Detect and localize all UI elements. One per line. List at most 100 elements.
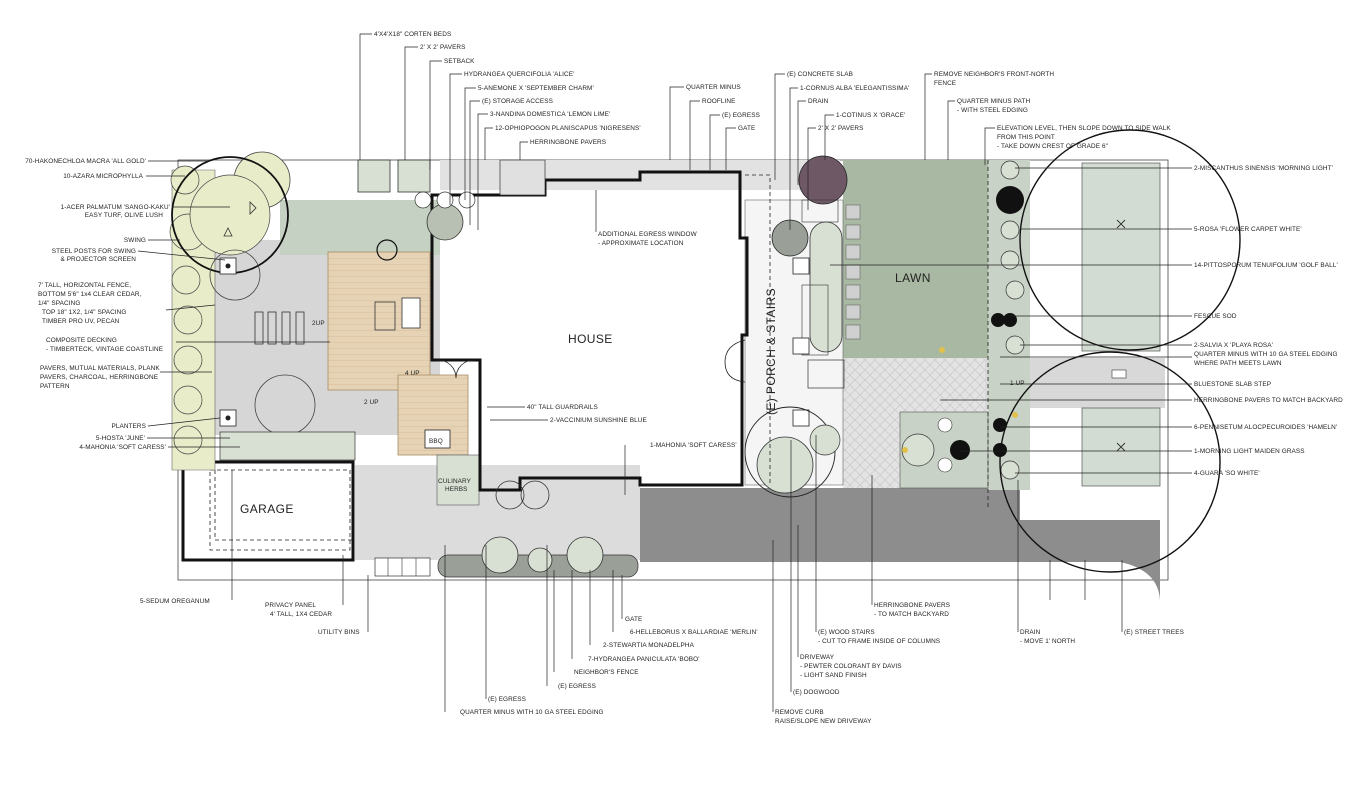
step-up-label: 1 UP bbox=[1010, 380, 1025, 387]
plan-label: - CUT TO FRAME INSIDE OF COLUMNS bbox=[818, 638, 940, 645]
middle-leaders bbox=[487, 190, 626, 495]
plan-label: (E) STORAGE ACCESS bbox=[482, 98, 553, 105]
fence-note: BOTTOM 5'6" 1x4 CLEAR CEDAR, bbox=[38, 291, 142, 298]
hakonechloa-clump bbox=[170, 165, 200, 195]
plant-label: & PROJECTOR SCREEN bbox=[60, 256, 136, 263]
plant-label: 14-PITTOSPORUM TENUIFOLIUM 'GOLF BALL' bbox=[1194, 262, 1338, 269]
plan-label: - MOVE 1' NORTH bbox=[1020, 638, 1075, 645]
plan-label: 5-ANEMONE X 'SEPTEMBER CHARM' bbox=[478, 85, 594, 92]
plan-label: FROM THIS POINT bbox=[997, 134, 1055, 141]
plant-label: 10-AZARA MICROPHYLLA bbox=[63, 173, 143, 180]
step-up-label: 2 UP bbox=[364, 399, 379, 406]
plan-label: SETBACK bbox=[444, 58, 475, 65]
plan-label: 6-HELLEBORUS X BALLARDIAE 'MERLIN' bbox=[630, 629, 758, 636]
plan-label: 7-HYDRANGEA PANICULATA 'BOBO' bbox=[588, 656, 700, 663]
plant-label: HERRINGBONE PAVERS TO MATCH BACKYARD bbox=[1194, 397, 1343, 404]
plant-label: 2-SALVIA X 'PLAYA ROSA' bbox=[1194, 342, 1273, 349]
plan-label: ADDITIONAL EGRESS WINDOW bbox=[598, 231, 698, 238]
plan-label: (E) EGRESS bbox=[558, 683, 596, 690]
bbq-grill bbox=[424, 429, 451, 449]
pavers-note: PAVERS, MUTUAL MATERIALS, PLANK bbox=[40, 365, 160, 372]
plan-label: 4'X4'X18" CORTEN BEDS bbox=[374, 31, 451, 38]
plan-label: (E) STREET TREES bbox=[1124, 629, 1184, 636]
fence-note: 1/4" SPACING bbox=[38, 300, 80, 307]
garage-building bbox=[181, 460, 355, 562]
plant-label: PLANTERS bbox=[111, 423, 146, 430]
plan-label: GATE bbox=[738, 125, 755, 132]
tree-symbol bbox=[223, 227, 233, 237]
plant-label: SWING bbox=[124, 237, 146, 244]
garage-label: GARAGE bbox=[240, 502, 294, 516]
middle-labels: ADDITIONAL EGRESS WINDOW - APPROXIMATE L… bbox=[527, 231, 737, 449]
plan-label: GATE bbox=[625, 616, 642, 623]
plan-label: 1-COTINUS X 'GRACE' bbox=[836, 112, 905, 119]
plant-label: BLUESTONE SLAB STEP bbox=[1194, 381, 1271, 388]
plan-label: - WITH STEEL EDGING bbox=[957, 107, 1028, 114]
south-fence-planting bbox=[219, 431, 639, 578]
plan-label: RAISE/SLOPE NEW DRIVEWAY bbox=[775, 718, 872, 725]
swing-circle bbox=[376, 239, 398, 261]
plan-label: QUARTER MINUS bbox=[686, 84, 741, 91]
plan-label: - TO MATCH BACKYARD bbox=[874, 611, 949, 618]
dogwood-canopy bbox=[744, 406, 836, 498]
lawn-label: LAWN bbox=[895, 271, 931, 285]
plan-label: (E) WOOD STAIRS bbox=[818, 629, 875, 636]
plan-label: 5-SEDUM OREGANUM bbox=[140, 598, 210, 605]
plan-label: HYDRANGEA QUERCIFOLIA 'ALICE' bbox=[464, 71, 574, 78]
bottom-labels: 5-SEDUM OREGANUM PRIVACY PANEL 4' TALL, … bbox=[140, 598, 1184, 725]
street-tree-canopy bbox=[999, 351, 1221, 573]
plan-label: - TAKE DOWN CREST OF GRADE 6" bbox=[997, 143, 1108, 150]
swing-bench bbox=[254, 239, 421, 345]
plan-label: DRAIN bbox=[808, 98, 829, 105]
plan-label: ELEVATION LEVEL, THEN SLOPE DOWN TO SIDE… bbox=[997, 125, 1171, 132]
right-labels: 2-MISCANTHUS SINENSIS 'MORNING LIGHT' 5-… bbox=[1194, 165, 1343, 477]
plan-label: 40" TALL GUARDRAILS bbox=[527, 404, 598, 411]
driveway bbox=[640, 488, 1160, 600]
plan-label: 1-MAHONIA 'SOFT CARESS' bbox=[650, 442, 737, 449]
street-tree-canopy bbox=[1019, 129, 1241, 351]
step-up-label: 4 UP bbox=[405, 370, 420, 377]
plan-label: UTILITY BINS bbox=[318, 629, 360, 636]
plan-label: QUARTER MINUS WITH 10 GA STEEL EDGING bbox=[460, 709, 604, 716]
top-leaders bbox=[359, 33, 995, 230]
plan-label: - PEWTER COLORANT BY DAVIS bbox=[800, 663, 902, 670]
bottom-leaders bbox=[231, 435, 1123, 712]
garage: GARAGE bbox=[181, 460, 355, 562]
plan-label: FENCE bbox=[934, 80, 956, 87]
right-leaders bbox=[830, 167, 1192, 474]
plan-label: - LIGHT SAND FINISH bbox=[800, 672, 867, 679]
plan-label: QUARTER MINUS PATH bbox=[957, 98, 1030, 105]
plan-label: 2-STEWARTIA MONADELPHA bbox=[603, 642, 695, 649]
dogwood-tree bbox=[798, 155, 848, 205]
porch-label: (E) PORCH & STAIRS bbox=[764, 288, 778, 415]
plant-label: 1-ACER PALMATUM 'SANGO-KAKU' bbox=[61, 204, 170, 211]
tree-symbol bbox=[249, 201, 257, 215]
fence-note: TOP 18" 1X2, 1/4" SPACING bbox=[42, 309, 126, 316]
plant-label: 6-PENNISETUM ALOCPECUROIDES 'HAMELN' bbox=[1194, 424, 1337, 431]
plan-label: REMOVE NEIGHBOR'S FRONT-NORTH bbox=[934, 71, 1054, 78]
shrub bbox=[209, 249, 261, 301]
plant-label: 70-HAKONECHLOA MACRA 'ALL GOLD' bbox=[25, 158, 146, 165]
corten-beds bbox=[357, 159, 546, 241]
bbq-label: BBQ bbox=[429, 438, 443, 445]
lawn-area bbox=[843, 160, 988, 358]
fence-note: 7' TALL, HORIZONTAL FENCE, bbox=[38, 282, 131, 289]
culinary-label-2: HERBS bbox=[445, 486, 468, 493]
plant-label: EASY TURF, OLIVE LUSH bbox=[85, 212, 164, 219]
pavers-note: PATTERN bbox=[40, 383, 70, 390]
front-planting bbox=[744, 129, 1241, 573]
culinary-label-1: CULINARY bbox=[438, 478, 472, 485]
plan-label: 2' X 2' PAVERS bbox=[420, 44, 466, 51]
plan-label: 2-VACCINIUM SUNSHINE BLUE bbox=[550, 417, 647, 424]
plan-label: 12-OPHIOPOGON PLANISCAPUS 'NIGRESENS' bbox=[495, 125, 641, 132]
house: HOUSE bbox=[430, 170, 749, 492]
plan-label: DRAIN bbox=[1020, 629, 1041, 636]
plan-label: ROOFLINE bbox=[702, 98, 735, 105]
left-labels-lower: PLANTERS 5-HOSTA 'JUNE' 4-MAHONIA 'SOFT … bbox=[79, 423, 166, 451]
plant-label: STEEL POSTS FOR SWING bbox=[52, 248, 136, 255]
plan-label: 4' TALL, 1X4 CEDAR bbox=[270, 611, 332, 618]
fence-label-block: 7' TALL, HORIZONTAL FENCE, BOTTOM 5'6" 1… bbox=[38, 282, 163, 390]
plan-label: (E) EGRESS bbox=[488, 696, 526, 703]
plant-label: WHERE PATH MEETS LAWN bbox=[1194, 360, 1282, 367]
plant-label: FESCUE SOD bbox=[1194, 313, 1237, 320]
